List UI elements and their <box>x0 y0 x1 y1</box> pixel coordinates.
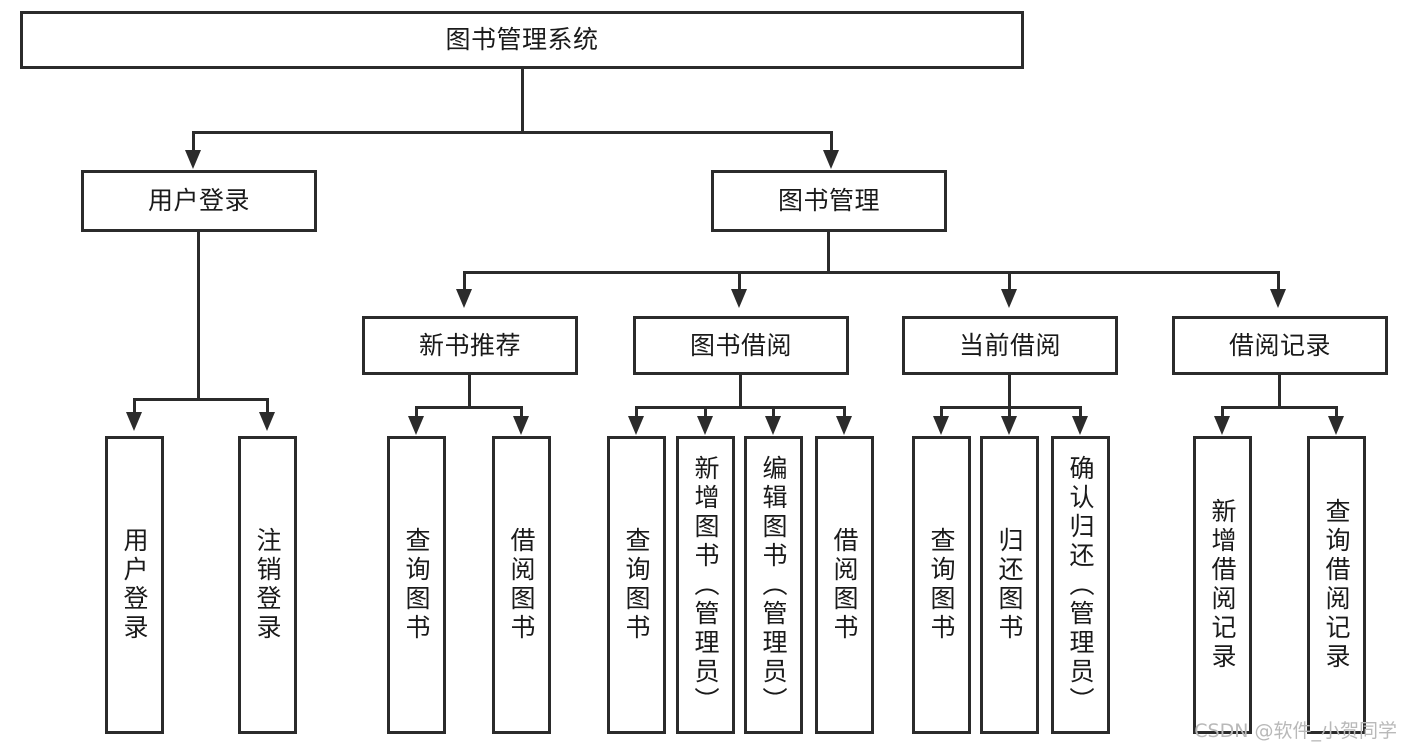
node-leaf-query-book-1[interactable]: 查询图书 <box>387 436 446 734</box>
connector-root-bus <box>192 131 833 134</box>
connector-book-borrow-stem <box>739 375 742 406</box>
node-leaf-add-record-label: 新增借阅记录 <box>1208 498 1237 672</box>
connector-user-login-stem <box>197 232 200 398</box>
node-leaf-query-book-2-label: 查询图书 <box>622 527 651 643</box>
arrowhead-borrow-record <box>1270 289 1286 308</box>
node-current-borrow[interactable]: 当前借阅 <box>902 316 1118 375</box>
connector-to-book-borrow <box>738 271 741 291</box>
node-leaf-confirm-return-label: 确认归还（管理员） <box>1066 454 1095 716</box>
node-leaf-add-record[interactable]: 新增借阅记录 <box>1193 436 1252 734</box>
connector-current-borrow-bus <box>940 406 1082 409</box>
connector-user-login-drop-2 <box>266 398 269 414</box>
node-root[interactable]: 图书管理系统 <box>20 11 1024 69</box>
connector-user-login-bus <box>133 398 269 401</box>
arrowhead-leaf-query-record <box>1328 416 1344 435</box>
node-leaf-borrow-book-1[interactable]: 借阅图书 <box>492 436 551 734</box>
node-root-label: 图书管理系统 <box>445 25 599 55</box>
connector-new-book-recommend-bus <box>415 406 523 409</box>
node-leaf-borrow-book-2-label: 借阅图书 <box>830 527 859 643</box>
node-book-borrow-label: 图书借阅 <box>689 330 792 360</box>
node-leaf-add-book-label: 新增图书（管理员） <box>691 454 720 716</box>
node-leaf-user-login-label: 用户登录 <box>120 527 149 643</box>
arrowhead-user-login <box>185 150 201 169</box>
connector-root-stem <box>521 69 524 131</box>
node-user-login[interactable]: 用户登录 <box>81 170 317 232</box>
connector-root-to-user-login <box>192 131 195 153</box>
connector-root-to-book-management <box>830 131 833 153</box>
arrowhead-leaf-borrow-book-1 <box>513 416 529 435</box>
connector-book-borrow-bus <box>635 406 846 409</box>
connector-br-drop-1 <box>1221 406 1224 418</box>
node-leaf-user-logout-label: 注销登录 <box>253 527 282 643</box>
node-leaf-query-book-1-label: 查询图书 <box>402 527 431 643</box>
connector-nbr-drop-1 <box>415 406 418 418</box>
node-leaf-confirm-return[interactable]: 确认归还（管理员） <box>1051 436 1110 734</box>
connector-br-drop-2 <box>1335 406 1338 418</box>
arrowhead-book-borrow <box>731 289 747 308</box>
connector-level3-bus <box>463 271 1280 274</box>
arrowhead-leaf-edit-book <box>765 416 781 435</box>
arrowhead-leaf-return-book <box>1001 416 1017 435</box>
arrowhead-leaf-query-book-1 <box>408 416 424 435</box>
connector-bb-drop-1 <box>635 406 638 418</box>
node-leaf-return-book[interactable]: 归还图书 <box>980 436 1039 734</box>
node-book-borrow[interactable]: 图书借阅 <box>633 316 849 375</box>
connector-bb-drop-4 <box>843 406 846 418</box>
arrowhead-leaf-add-record <box>1214 416 1230 435</box>
node-borrow-record-label: 借阅记录 <box>1228 330 1331 360</box>
node-leaf-user-logout[interactable]: 注销登录 <box>238 436 297 734</box>
connector-bb-drop-3 <box>772 406 775 418</box>
node-current-borrow-label: 当前借阅 <box>958 330 1061 360</box>
connector-to-new-book-recommend <box>463 271 466 291</box>
node-leaf-query-record[interactable]: 查询借阅记录 <box>1307 436 1366 734</box>
connector-cb-drop-2 <box>1008 406 1011 418</box>
connector-borrow-record-bus <box>1221 406 1338 409</box>
arrowhead-book-management <box>823 150 839 169</box>
arrowhead-leaf-user-logout <box>259 412 275 431</box>
connector-new-book-recommend-stem <box>468 375 471 406</box>
connector-cb-drop-1 <box>940 406 943 418</box>
arrowhead-leaf-borrow-book-2 <box>836 416 852 435</box>
arrowhead-leaf-user-login <box>126 412 142 431</box>
node-leaf-edit-book-label: 编辑图书（管理员） <box>759 454 788 716</box>
arrowhead-leaf-confirm-return <box>1072 416 1088 435</box>
connector-current-borrow-stem <box>1008 375 1011 406</box>
node-new-book-recommend-label: 新书推荐 <box>418 330 521 360</box>
node-leaf-edit-book[interactable]: 编辑图书（管理员） <box>744 436 803 734</box>
arrowhead-current-borrow <box>1001 289 1017 308</box>
node-leaf-query-book-3[interactable]: 查询图书 <box>912 436 971 734</box>
connector-user-login-drop-1 <box>133 398 136 414</box>
arrowhead-new-book-recommend <box>456 289 472 308</box>
node-book-management[interactable]: 图书管理 <box>711 170 947 232</box>
node-leaf-query-book-3-label: 查询图书 <box>927 527 956 643</box>
connector-book-management-stem <box>827 232 830 271</box>
node-leaf-user-login[interactable]: 用户登录 <box>105 436 164 734</box>
node-new-book-recommend[interactable]: 新书推荐 <box>362 316 578 375</box>
connector-nbr-drop-2 <box>520 406 523 418</box>
node-borrow-record[interactable]: 借阅记录 <box>1172 316 1388 375</box>
connector-to-current-borrow <box>1008 271 1011 291</box>
node-book-management-label: 图书管理 <box>777 186 880 216</box>
arrowhead-leaf-add-book <box>697 416 713 435</box>
node-leaf-borrow-book-2[interactable]: 借阅图书 <box>815 436 874 734</box>
connector-borrow-record-stem <box>1278 375 1281 406</box>
arrowhead-leaf-query-book-3 <box>933 416 949 435</box>
node-user-login-label: 用户登录 <box>147 186 250 216</box>
node-leaf-return-book-label: 归还图书 <box>995 527 1024 643</box>
node-leaf-query-book-2[interactable]: 查询图书 <box>607 436 666 734</box>
connector-to-borrow-record <box>1277 271 1280 291</box>
node-leaf-add-book[interactable]: 新增图书（管理员） <box>676 436 735 734</box>
node-leaf-query-record-label: 查询借阅记录 <box>1322 498 1351 672</box>
connector-bb-drop-2 <box>704 406 707 418</box>
node-leaf-borrow-book-1-label: 借阅图书 <box>507 527 536 643</box>
arrowhead-leaf-query-book-2 <box>628 416 644 435</box>
connector-cb-drop-3 <box>1079 406 1082 418</box>
csdn-watermark: CSDN @软件_小贺同学 <box>1194 720 1397 742</box>
